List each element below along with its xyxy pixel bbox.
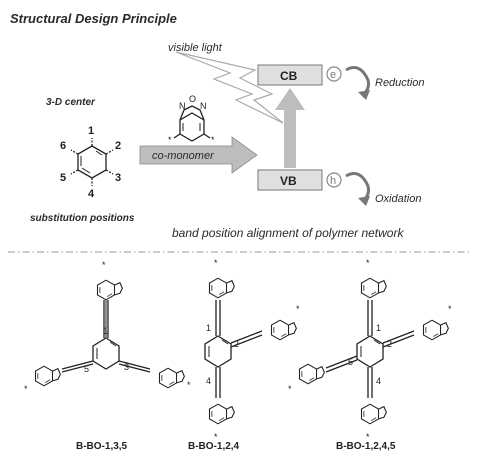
vb-box [257,169,323,191]
reduction-arrowhead [358,90,370,100]
position-6: 6 [60,140,66,152]
vb-label: VB [280,174,297,188]
s3-star-bottom: * [366,432,370,442]
comonomer-n-right: N [200,101,207,111]
comonomer-star-right: * [211,135,215,145]
s2-label-4: 4 [206,376,211,386]
s2-label-1: 1 [206,323,211,333]
reduction-label: Reduction [375,77,425,89]
hole-label: h [330,175,336,187]
cb-box [257,64,323,86]
s1-star-top: * [102,260,106,270]
comonomer-arrow [139,136,258,174]
cb-label: CB [280,69,298,83]
structure-b-bo-124 [204,277,297,425]
comonomer-o: O [189,94,196,104]
reduction-arrow [345,66,370,96]
s1-star-right: * [187,380,191,390]
s3-star-right: * [448,304,452,314]
comonomer-structure [173,105,211,142]
structure-b-bo-135 [34,279,185,389]
position-1: 1 [88,125,94,137]
s1-label-3: 3 [124,362,129,372]
s1-star-left: * [24,384,28,394]
band-caption: band position alignment of polymer netwo… [172,226,404,240]
structure-b-bo-1245 [298,277,449,425]
excitation-arrow [275,88,305,168]
s3-label-2: 2 [387,339,392,349]
s2-label-2: 2 [234,339,239,349]
electron-icon [326,66,342,82]
light-label: visible light [168,42,223,54]
comonomer-n-left: N [179,101,186,111]
position-5: 5 [60,172,66,184]
s2-star-bottom: * [214,432,218,442]
lightning-icon [175,51,284,124]
center-benzene [70,138,114,186]
position-4: 4 [88,188,95,200]
s3-name: B-BO-1,2,4,5 [336,441,396,452]
s3-star-top: * [366,258,370,268]
s3-star-left: * [288,384,292,394]
s3-label-1: 1 [376,323,381,333]
s1-label-5: 5 [84,364,89,374]
position-2: 2 [115,140,121,152]
oxidation-label: Oxidation [375,193,421,205]
s1-label-1: 1 [103,326,108,336]
oxidation-arrow [345,172,370,202]
figure-title: Structural Design Principle [10,11,177,26]
electron-label: e [330,69,336,81]
comonomer-label: co-monomer [152,150,215,162]
s1-name: B-BO-1,3,5 [76,441,128,452]
s2-star-top: * [214,258,218,268]
center-label: 3-D center [46,97,96,108]
oxidation-arrowhead [358,196,370,206]
hole-icon [326,172,342,188]
s2-name: B-BO-1,2,4 [188,441,240,452]
s3-label-4: 4 [376,376,381,386]
substitution-label: substitution positions [30,213,135,224]
comonomer-star-left: * [168,135,172,145]
position-3: 3 [115,172,121,184]
s2-star-right: * [296,304,300,314]
s3-label-5: 5 [348,357,353,367]
